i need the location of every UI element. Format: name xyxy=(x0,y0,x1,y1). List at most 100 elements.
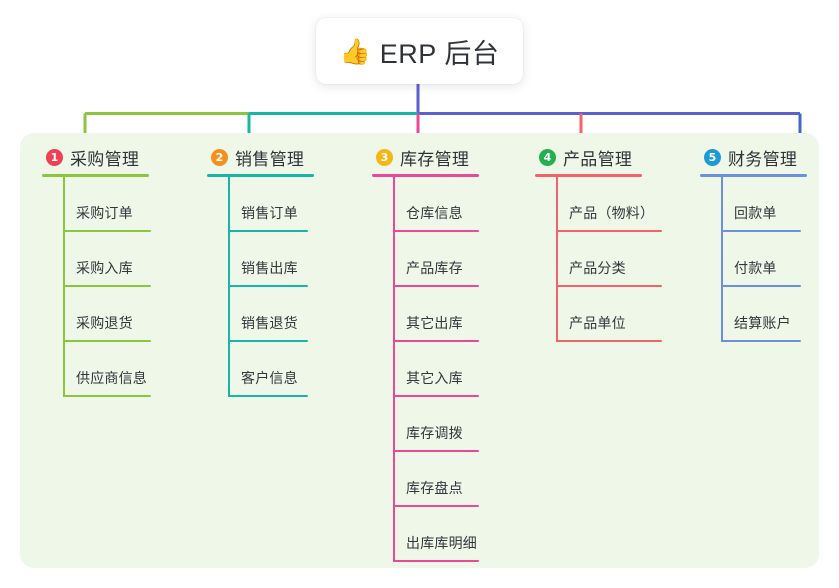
leaf-label: 客户信息 xyxy=(241,370,298,386)
branch-panel-background xyxy=(20,133,819,568)
leaf-item[interactable]: 出库库明细 xyxy=(393,507,479,562)
branch-header-purchase[interactable]: 1 采购管理 xyxy=(42,145,149,169)
branch-spine-purchase xyxy=(63,177,65,397)
leaf-rule xyxy=(556,230,662,232)
branch-column-finance: 5 财务管理回款单付款单结算账户 xyxy=(700,145,807,342)
branch-spine-sales xyxy=(228,177,230,397)
leaf-item[interactable]: 产品分类 xyxy=(556,232,662,287)
branch-header-sales[interactable]: 2 销售管理 xyxy=(207,145,314,169)
leaf-item[interactable]: 采购订单 xyxy=(63,177,151,232)
branch-title-purchase: 采购管理 xyxy=(70,149,140,169)
leaf-label: 出库库明细 xyxy=(406,535,477,551)
leaf-item[interactable]: 结算账户 xyxy=(721,287,807,342)
branch-body-product: 产品（物料） 产品分类产品单位 xyxy=(535,177,662,342)
branch-column-inventory: 3 库存管理仓库信息产品库存其它出库其它入库库存调拨库存盘点出库库明细 xyxy=(372,145,479,562)
thumbs-up-icon: 👍 xyxy=(339,37,371,66)
leaf-rule xyxy=(556,340,662,342)
leaf-label: 产品单位 xyxy=(569,315,626,331)
branch-column-purchase: 1 采购管理采购订单采购入库采购退货供应商信息 xyxy=(42,145,151,397)
leaf-rule xyxy=(393,450,479,452)
leaf-rule xyxy=(721,230,801,232)
leaf-item[interactable]: 产品（物料） xyxy=(556,177,662,232)
leaf-item[interactable]: 供应商信息 xyxy=(63,342,151,397)
leaf-rule xyxy=(393,560,479,562)
branch-header-product[interactable]: 4 产品管理 xyxy=(535,145,642,169)
branch-spine-product xyxy=(556,177,558,342)
branch-underline-inventory xyxy=(372,174,479,177)
leaf-label: 产品库存 xyxy=(406,260,463,276)
leaf-item[interactable]: 采购退货 xyxy=(63,287,151,342)
leaf-label: 其它出库 xyxy=(406,315,463,331)
leaf-label: 采购退货 xyxy=(76,315,133,331)
leaf-item[interactable]: 库存盘点 xyxy=(393,452,479,507)
branch-number-badge-inventory: 3 xyxy=(376,148,393,166)
branch-header-inventory[interactable]: 3 库存管理 xyxy=(372,145,479,169)
leaf-item[interactable]: 其它入库 xyxy=(393,342,479,397)
leaf-item[interactable]: 产品单位 xyxy=(556,287,662,342)
leaf-rule xyxy=(228,395,308,397)
leaf-rule xyxy=(63,340,151,342)
branch-title-inventory: 库存管理 xyxy=(400,149,470,169)
leaf-item[interactable]: 库存调拨 xyxy=(393,397,479,452)
leaf-rule xyxy=(393,230,479,232)
leaf-rule xyxy=(228,340,308,342)
branch-number-badge-purchase: 1 xyxy=(46,148,63,166)
root-node-content: 👍 ERP 后台 xyxy=(340,32,500,71)
leaf-item[interactable]: 其它出库 xyxy=(393,287,479,342)
leaf-label: 采购订单 xyxy=(76,205,133,221)
leaf-item[interactable]: 产品库存 xyxy=(393,232,479,287)
leaf-label: 采购入库 xyxy=(76,260,133,276)
branch-body-sales: 销售订单销售出库销售退货客户信息 xyxy=(207,177,314,397)
leaf-rule xyxy=(393,340,479,342)
branch-column-product: 4 产品管理产品（物料） 产品分类产品单位 xyxy=(535,145,662,342)
leaf-label: 回款单 xyxy=(734,205,777,221)
root-title: ERP 后台 xyxy=(379,38,500,69)
branch-body-purchase: 采购订单采购入库采购退货供应商信息 xyxy=(42,177,151,397)
branch-underline-product xyxy=(535,174,642,177)
leaf-rule xyxy=(228,285,308,287)
leaf-label: 销售订单 xyxy=(241,205,298,221)
leaf-item[interactable]: 销售退货 xyxy=(228,287,314,342)
branch-underline-finance xyxy=(700,174,807,177)
leaf-label: 其它入库 xyxy=(406,370,463,386)
leaf-label: 供应商信息 xyxy=(76,370,147,386)
leaf-rule xyxy=(393,285,479,287)
leaf-label: 销售退货 xyxy=(241,315,298,331)
leaf-rule xyxy=(63,230,151,232)
leaf-item[interactable]: 采购入库 xyxy=(63,232,151,287)
leaf-label: 产品（物料） xyxy=(569,205,655,221)
leaf-rule xyxy=(63,395,151,397)
branch-title-finance: 财务管理 xyxy=(728,149,798,169)
branch-column-sales: 2 销售管理销售订单销售出库销售退货客户信息 xyxy=(207,145,314,397)
branch-body-inventory: 仓库信息产品库存其它出库其它入库库存调拨库存盘点出库库明细 xyxy=(372,177,479,562)
leaf-item[interactable]: 付款单 xyxy=(721,232,807,287)
leaf-label: 销售出库 xyxy=(241,260,298,276)
leaf-rule xyxy=(721,285,801,287)
branch-spine-finance xyxy=(721,177,723,342)
leaf-item[interactable]: 销售订单 xyxy=(228,177,314,232)
leaf-label: 付款单 xyxy=(734,260,777,276)
leaf-label: 库存盘点 xyxy=(406,480,463,496)
branch-number-badge-sales: 2 xyxy=(211,148,228,166)
leaf-rule xyxy=(393,395,479,397)
branch-title-sales: 销售管理 xyxy=(235,149,305,169)
leaf-item[interactable]: 客户信息 xyxy=(228,342,314,397)
leaf-rule xyxy=(721,340,801,342)
branch-number-badge-product: 4 xyxy=(539,148,556,166)
branch-underline-sales xyxy=(207,174,314,177)
branch-number-badge-finance: 5 xyxy=(704,148,721,166)
root-node[interactable]: 👍 ERP 后台 xyxy=(316,18,523,84)
branch-title-product: 产品管理 xyxy=(563,149,633,169)
leaf-item[interactable]: 回款单 xyxy=(721,177,807,232)
leaf-label: 库存调拨 xyxy=(406,425,463,441)
leaf-rule xyxy=(63,285,151,287)
branch-header-finance[interactable]: 5 财务管理 xyxy=(700,145,807,169)
leaf-label: 结算账户 xyxy=(734,315,791,331)
leaf-rule xyxy=(393,505,479,507)
leaf-item[interactable]: 仓库信息 xyxy=(393,177,479,232)
branch-underline-purchase xyxy=(42,174,149,177)
leaf-rule xyxy=(556,285,662,287)
leaf-item[interactable]: 销售出库 xyxy=(228,232,314,287)
branch-spine-inventory xyxy=(393,177,395,562)
